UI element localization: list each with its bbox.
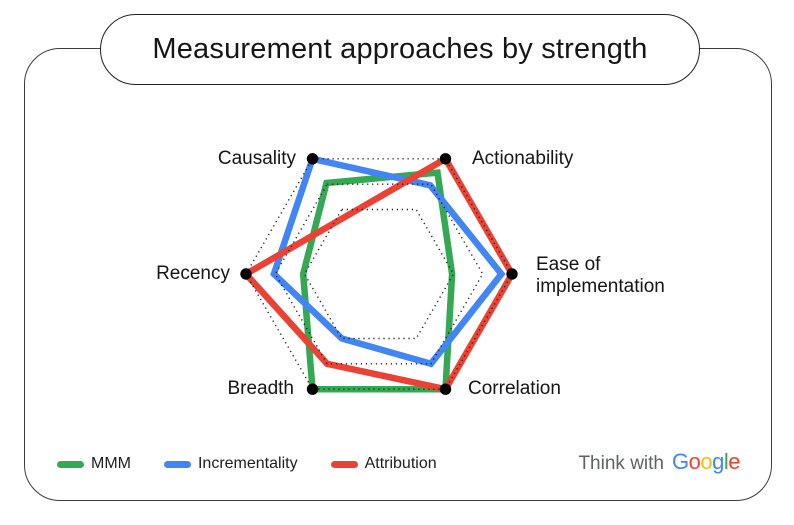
- brand-lockup: Think with Google: [578, 449, 740, 475]
- brand-prefix: Think with: [578, 453, 664, 474]
- page-title: Measurement approaches by strength: [152, 33, 648, 65]
- series-polygon-mmm: [299, 169, 456, 393]
- legend-item-attribution: Attribution: [330, 455, 437, 473]
- axis-label-correlation: Correlation: [468, 378, 561, 399]
- google-letter: e: [728, 449, 740, 474]
- legend-label: Attribution: [364, 455, 437, 472]
- axis-label-actionability: Actionability: [472, 148, 574, 169]
- title-pill: Measurement approaches by strength: [100, 14, 700, 85]
- vertex-dot-correlation: [439, 383, 452, 395]
- google-logo: Google: [671, 449, 741, 475]
- card-frame: [24, 48, 772, 501]
- vertex-dot-recency: [240, 268, 252, 280]
- grid-ring: [245, 158, 513, 390]
- grid-ring: [274, 183, 484, 365]
- google-letter: G: [671, 449, 689, 474]
- vertex-dot-breadth: [306, 383, 319, 395]
- legend-label: Incrementality: [197, 455, 298, 472]
- legend-item-incrementality: Incrementality: [163, 455, 298, 473]
- google-letter: l: [723, 449, 729, 474]
- legend-item-mmm: MMM: [57, 455, 131, 473]
- legend-swatch: [57, 460, 84, 468]
- axis-label-causality: Causality: [217, 148, 296, 169]
- google-letter: g: [712, 449, 724, 474]
- series-polygon-attribution: [240, 154, 516, 393]
- legend-swatch: [330, 460, 358, 468]
- vertex-dot-ease: [506, 268, 518, 280]
- google-letter: o: [688, 449, 701, 474]
- axis-label-ease-of-implementation: Ease of implementation: [536, 254, 665, 297]
- legend-swatch: [163, 460, 191, 468]
- axis-label-breadth: Breadth: [227, 378, 294, 399]
- legend-label: MMM: [91, 455, 131, 472]
- vertex-dot-causality: [306, 153, 319, 165]
- chart-legend: MMM Incrementality Attribution: [57, 455, 437, 473]
- axis-label-recency: Recency: [156, 263, 230, 284]
- google-letter: o: [700, 449, 713, 474]
- vertex-dot-actionability: [439, 153, 452, 165]
